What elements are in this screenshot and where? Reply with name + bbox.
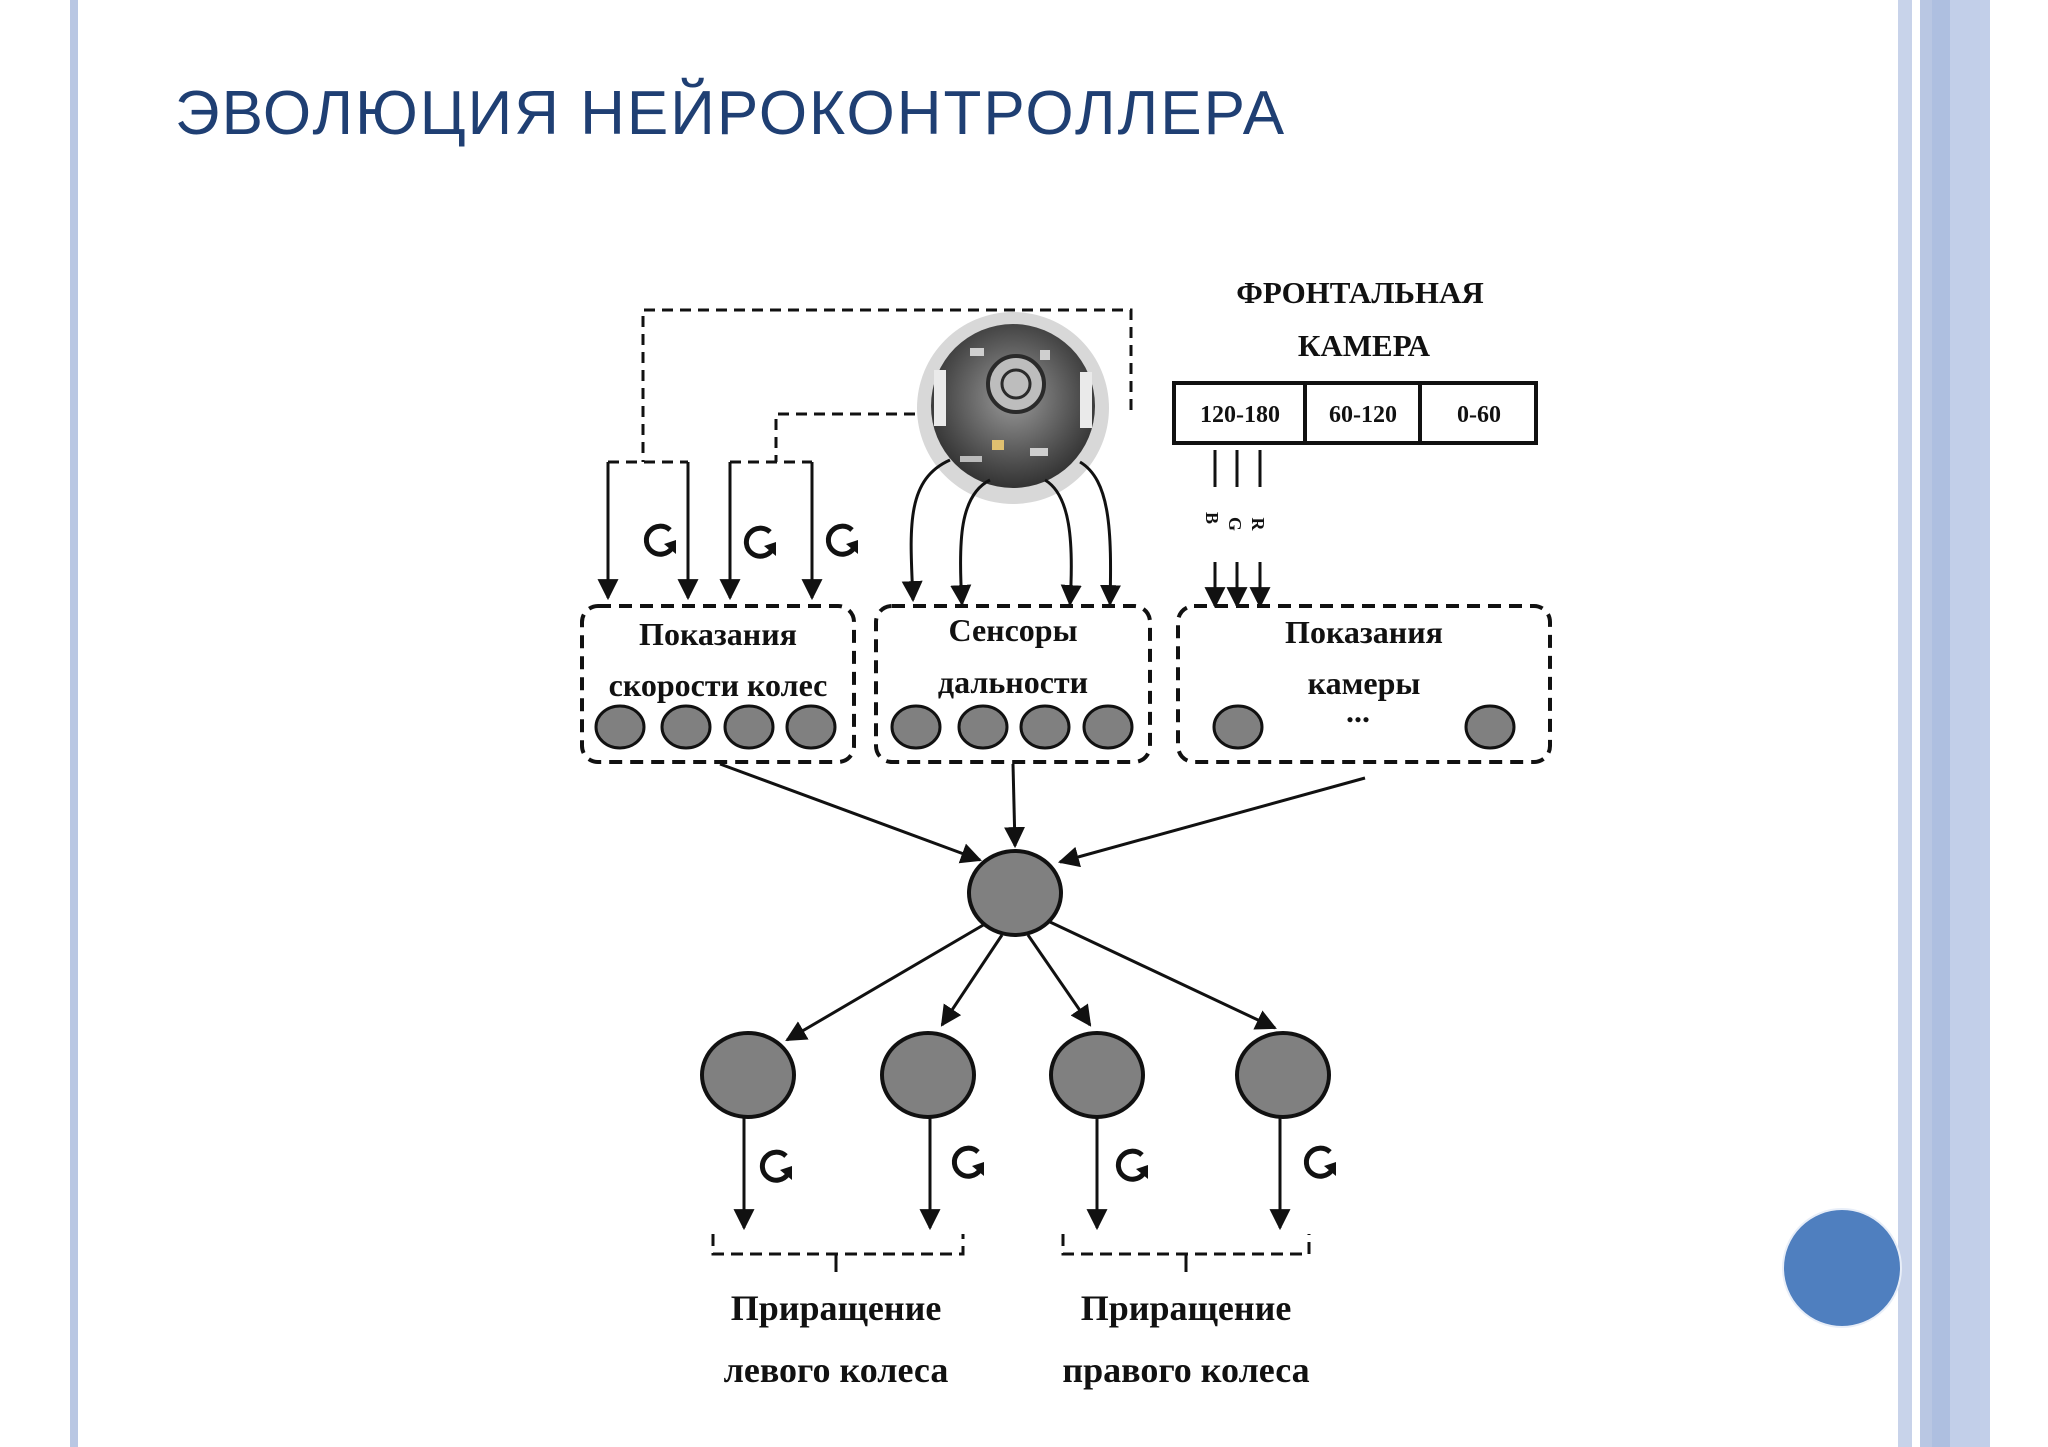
output-braces bbox=[711, 1234, 1311, 1256]
right-frame-stripe bbox=[1920, 0, 1932, 1447]
left-frame-rule bbox=[70, 0, 78, 1447]
group-to-hidden-arrows bbox=[719, 762, 1366, 868]
right-frame-stripe bbox=[1932, 0, 1950, 1447]
output-neuron bbox=[1235, 1031, 1331, 1119]
camera-segment-3: 0-60 bbox=[1457, 402, 1501, 428]
rotation-arrow-icon bbox=[746, 528, 776, 556]
right-frame-stripe bbox=[1950, 0, 1990, 1447]
rotation-arrow-icon bbox=[762, 1152, 792, 1180]
input-neuron bbox=[594, 704, 646, 750]
range-sensor-wires bbox=[901, 458, 1122, 607]
input-neuron bbox=[957, 704, 1009, 750]
robot-image bbox=[917, 312, 1109, 504]
input-neuron bbox=[1464, 704, 1516, 750]
output-neuron bbox=[700, 1031, 796, 1119]
front-camera: ФРОНТАЛЬНАЯ КАМЕРА 120-180 60-120 0-60 B… bbox=[1172, 275, 1538, 609]
input-neuron bbox=[1212, 704, 1264, 750]
rotation-arrow-icon bbox=[1306, 1148, 1336, 1176]
hidden-neuron bbox=[967, 849, 1063, 937]
slide-title: Эволюция нейроконтроллера bbox=[175, 78, 1286, 149]
camera-segment-2: 60-120 bbox=[1329, 402, 1397, 428]
camera-readings-label-line2: камеры bbox=[1308, 665, 1421, 701]
input-neuron bbox=[890, 704, 942, 750]
hidden-to-output-arrows bbox=[785, 920, 1277, 1042]
channel-g-label: G bbox=[1225, 517, 1245, 531]
wheel-speed-label-line2: скорости колес bbox=[609, 667, 828, 703]
right-frame-margin bbox=[1990, 0, 2048, 1447]
right-wheel-label-line1: Приращение bbox=[1081, 1288, 1292, 1328]
right-frame-gap bbox=[1912, 0, 1920, 1447]
rotation-arrow-icon bbox=[954, 1148, 984, 1176]
input-neuron bbox=[660, 704, 712, 750]
camera-segments-box bbox=[1172, 381, 1538, 445]
input-group-boxes bbox=[580, 604, 1552, 764]
feedback-wires bbox=[608, 308, 1133, 464]
output-neuron bbox=[880, 1031, 976, 1119]
slide-title-text: Эволюция нейроконтроллера bbox=[175, 79, 1287, 148]
channel-r-label: R bbox=[1248, 518, 1268, 532]
input-neuron bbox=[1082, 704, 1134, 750]
camera-readings-ellipsis: ... bbox=[1346, 693, 1370, 729]
right-frame-stripe bbox=[1898, 0, 1912, 1447]
input-neuron bbox=[1019, 704, 1071, 750]
channel-b-label: B bbox=[1202, 512, 1222, 524]
output-neuron bbox=[1049, 1031, 1145, 1119]
rgb-channel-lines bbox=[1213, 450, 1262, 487]
camera-readings-label-line1: Показания bbox=[1285, 614, 1443, 650]
left-wheel-label-line2: левого колеса bbox=[724, 1350, 949, 1390]
right-wheel-label-line2: правого колеса bbox=[1062, 1350, 1309, 1390]
output-arrows bbox=[733, 1117, 1291, 1231]
camera-title-line2: КАМЕРА bbox=[1298, 328, 1431, 363]
wheel-speed-input-arrows bbox=[597, 462, 823, 601]
rotation-arrow-icon bbox=[1118, 1151, 1148, 1179]
nav-dot[interactable] bbox=[1782, 1208, 1902, 1328]
camera-segment-1: 120-180 bbox=[1200, 402, 1280, 428]
wheel-speed-label-line1: Показания bbox=[639, 616, 797, 652]
rgb-channel-arrows bbox=[1204, 562, 1271, 609]
range-sensors-label-line2: дальности bbox=[938, 664, 1088, 700]
left-wheel-label-line1: Приращение bbox=[731, 1288, 942, 1328]
range-sensors-label-line1: Сенсоры bbox=[948, 612, 1077, 648]
camera-title-line1: ФРОНТАЛЬНАЯ bbox=[1236, 275, 1484, 310]
input-neuron bbox=[723, 704, 775, 750]
rotation-arrow-icon bbox=[828, 526, 858, 554]
input-neuron bbox=[785, 704, 837, 750]
rotation-arrow-icon bbox=[646, 526, 676, 554]
